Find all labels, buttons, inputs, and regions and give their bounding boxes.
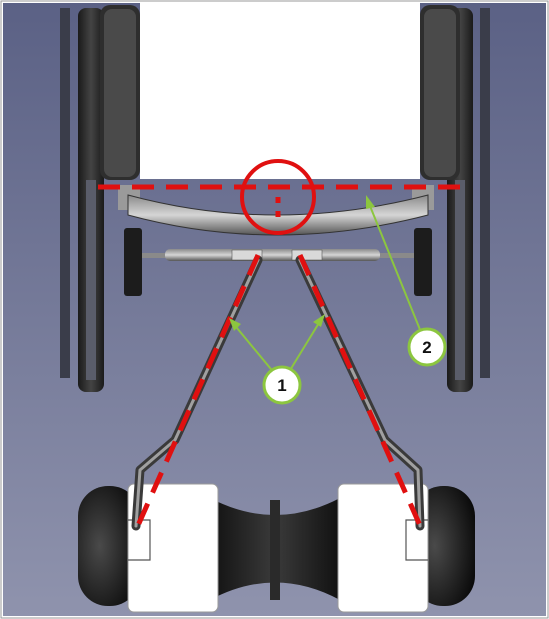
left-rear-wheel	[60, 5, 140, 392]
dashed-left-arm	[133, 253, 261, 532]
seat-opening	[140, 3, 420, 179]
arrowhead-1-right	[313, 314, 325, 327]
leader-2	[367, 200, 426, 343]
callout-2-label: 2	[422, 338, 431, 357]
pivot-circle	[240, 159, 316, 235]
callout-1-label: 1	[277, 376, 286, 395]
arrowhead-2	[366, 195, 375, 209]
hoverboard	[78, 483, 475, 613]
right-damper	[414, 228, 432, 296]
tie-rod	[142, 249, 414, 261]
callout-2-circle	[407, 327, 447, 367]
right-rear-wheel	[412, 5, 490, 392]
arrowhead-1-left	[229, 318, 241, 331]
dashed-right-arm	[297, 253, 425, 532]
left-damper	[124, 228, 142, 296]
callout-1: 1	[262, 365, 302, 405]
right-hoverboard-body	[337, 483, 429, 613]
left-hoverboard-body	[127, 483, 219, 613]
callout-2: 2	[407, 327, 447, 367]
left-hoverboard-tire	[78, 486, 140, 606]
callout-1-circle	[262, 365, 302, 405]
